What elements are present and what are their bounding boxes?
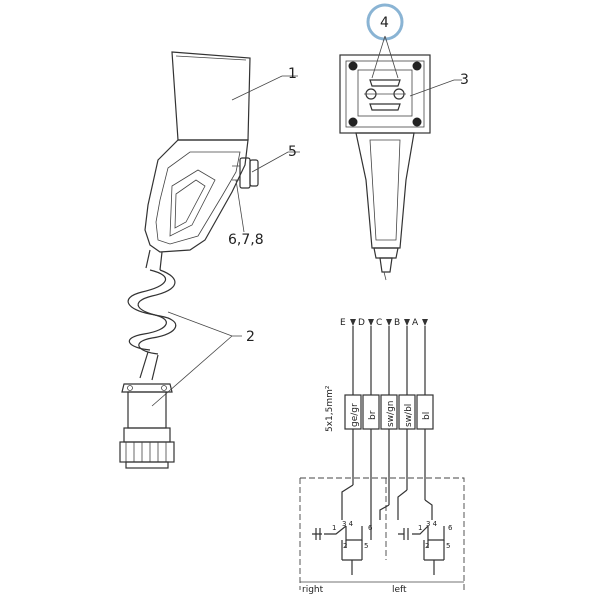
callout-4: 4 — [380, 15, 389, 31]
leader-lines-right — [371, 35, 462, 97]
terminal-B: B — [394, 318, 400, 328]
callout-2: 2 — [246, 329, 255, 345]
right-contact-5: 5 — [446, 542, 450, 550]
callout-1: 1 — [288, 66, 297, 82]
terminal-A: A — [412, 318, 419, 328]
callout-678: 6,7,8 — [228, 232, 264, 248]
left-contact-5: 5 — [364, 542, 368, 550]
terminal-E: E — [340, 318, 346, 328]
wire-color-3: sw/gn — [386, 401, 396, 428]
cable-spec: 5x1,5mm² — [325, 385, 335, 432]
left-contact-34: 3 4 — [342, 520, 354, 528]
highlight-circle — [366, 3, 404, 41]
right-contact-6: 6 — [448, 524, 453, 532]
left-contact-6: 6 — [368, 524, 373, 532]
wire-color-4: sw/bl — [404, 404, 414, 427]
wire-color-5: bl — [422, 412, 432, 420]
right-contact-1: 1 — [418, 524, 422, 532]
handle-side-view — [119, 51, 259, 469]
wiring-diagram: E D C B A 5x1,5mm² ge/gr br sw/gn sw/bl … — [299, 318, 465, 595]
handle-front-view — [339, 54, 431, 281]
wire-color-2: br — [368, 410, 378, 420]
callout-3: 3 — [460, 72, 469, 88]
label-right: right — [302, 585, 324, 595]
right-contact-2: 2 — [425, 542, 429, 550]
leader-lines-left — [151, 75, 300, 407]
right-contact-34: 3 4 — [426, 520, 438, 528]
wire-color-1: ge/gr — [350, 403, 360, 427]
left-contact-2: 2 — [343, 542, 347, 550]
terminal-C: C — [376, 318, 382, 328]
terminal-D: D — [358, 318, 365, 328]
callout-5: 5 — [288, 144, 297, 160]
label-left: left — [392, 585, 407, 595]
left-contact-1: 1 — [332, 524, 336, 532]
